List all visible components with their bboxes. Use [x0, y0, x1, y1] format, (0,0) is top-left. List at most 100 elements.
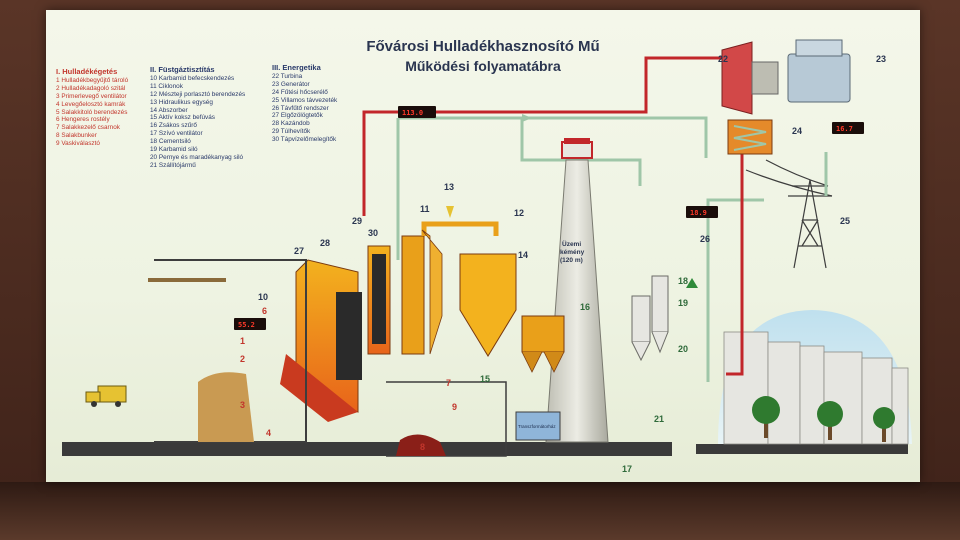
label-20: 20	[678, 344, 688, 354]
legend-item: 12 Mészteji porlasztó berendezés	[150, 90, 246, 98]
label-10: 10	[258, 292, 268, 302]
legend-item: 7 Salakkezelő csarnok	[56, 124, 120, 132]
legend-item: 21 Szállítójármű	[150, 161, 196, 169]
chimney-label-2: kémény	[560, 249, 585, 256]
label-21: 21	[654, 414, 664, 424]
label-26: 26	[700, 234, 710, 244]
legend-item: 30 Tápvízelőmelegítők	[272, 136, 337, 144]
label-9: 9	[452, 402, 457, 412]
legend-section-energy: III. Energetika 22 Turbina 23 Generátor …	[272, 64, 337, 144]
label-14: 14	[518, 250, 528, 260]
ground-floor-right	[696, 444, 908, 454]
label-24: 24	[792, 126, 802, 136]
chimney-label-1: Üzemi	[562, 239, 581, 248]
display-temp-3-value: 18.9	[690, 209, 707, 217]
legend-item: 9 Vaskiválasztó	[56, 140, 100, 148]
legend-item: 29 Túlhevítők	[272, 128, 311, 136]
legend-item: 22 Turbina	[272, 72, 303, 80]
label-12: 12	[514, 208, 524, 218]
ground-floor	[62, 442, 672, 456]
legend-heading: III. Energetika	[272, 63, 321, 72]
label-15: 15	[480, 374, 490, 384]
label-27: 27	[294, 246, 304, 256]
legend-item: 6 Hengeres rostély	[56, 116, 110, 124]
power-pylon	[745, 159, 833, 269]
legend-item: 13 Hidraulikus egység	[150, 98, 213, 106]
diagram-subtitle: Működési folyamatábra	[405, 58, 561, 74]
label-11: 11	[420, 204, 430, 214]
display-stand	[0, 482, 960, 540]
label-4: 4	[266, 428, 271, 438]
waste-bunker	[148, 259, 307, 443]
display-temp-1-value: 113.0	[402, 109, 423, 117]
legend-item: 1 Hulladékbegyűjtő tároló	[56, 76, 129, 84]
label-28: 28	[320, 238, 330, 248]
legend-item: 26 Távfűtő rendszer	[272, 104, 329, 112]
legend-item: 23 Generátor	[272, 80, 310, 88]
flue-gas-cleaning	[401, 221, 565, 373]
display-temp-2: 55.2	[234, 318, 266, 330]
label-30: 30	[368, 228, 378, 238]
legend-item: 19 Karbamid siló	[150, 146, 198, 154]
flow-arrow-up	[686, 278, 698, 288]
label-29: 29	[352, 216, 362, 226]
legend-heading: II. Füstgáztisztítás	[150, 65, 215, 74]
boiler	[280, 245, 391, 422]
label-7: 7	[446, 378, 451, 388]
label-13: 13	[444, 182, 454, 192]
label-16: 16	[580, 302, 590, 312]
chimney-label-3: (120 m)	[560, 257, 583, 264]
legend-item: 20 Pernye és maradékanyag siló	[150, 153, 244, 161]
transformer-label: Transzformátorház	[518, 424, 556, 429]
process-diagram: 113.0 55.2 18.9 16.7 1 2 3 4 5 6 7 8 9 1…	[62, 39, 912, 474]
legend-item: 18 Cementsiló	[150, 138, 191, 146]
display-temp-1: 113.0	[398, 106, 436, 118]
label-22: 22	[718, 54, 728, 64]
generator	[787, 39, 851, 103]
label-6: 6	[262, 306, 267, 316]
diagram-title: Fővárosi Hulladékhasznosító Mű	[366, 38, 600, 55]
legend-item: 2 Hulladékadagoló szitál	[56, 84, 126, 92]
display-temp-2-value: 55.2	[238, 321, 255, 329]
legend-item: 10 Karbamid befecskendezés	[150, 74, 235, 82]
reagent-arrow	[446, 206, 454, 218]
legend-section-flue-gas: II. Füstgáztisztítás 10 Karbamid befecsk…	[150, 66, 245, 170]
label-25: 25	[840, 216, 850, 226]
legend-item: 15 Aktív koksz befúvás	[150, 114, 216, 122]
display-temp-4-value: 16.7	[836, 125, 853, 133]
legend-item: 4 Levegőelosztó kamrák	[56, 100, 126, 108]
flow-arrow	[522, 114, 532, 122]
label-17: 17	[622, 464, 632, 474]
slag-area	[386, 381, 561, 457]
label-1: 1	[240, 336, 245, 346]
label-23: 23	[876, 54, 886, 64]
trees	[752, 396, 895, 442]
legend-heading: I. Hulladékégetés	[56, 67, 118, 76]
display-temp-3: 18.9	[686, 206, 718, 218]
label-19: 19	[678, 298, 688, 308]
display-temp-4: 16.7	[832, 122, 864, 134]
legend-item: 3 Primerlevegő ventilátor	[56, 92, 127, 100]
legend-item: 5 Salakkitoló berendezés	[56, 108, 128, 116]
turbine	[721, 41, 779, 115]
city-buildings	[723, 331, 909, 445]
chimney	[545, 138, 609, 443]
legend-item: 17 Szívó ventilátor	[150, 130, 203, 138]
heat-exchanger	[727, 119, 773, 155]
legend-item: 16 Zsákos szűrő	[150, 122, 197, 130]
silos	[631, 275, 669, 362]
delivery-truck	[85, 385, 127, 407]
legend-section-incineration: I. Hulladékégetés 1 Hulladékbegyűjtő tár…	[56, 68, 128, 148]
label-18: 18	[678, 276, 688, 286]
lightbox-panel: Fővárosi Hulladékhasznosító Mű Működési …	[46, 10, 920, 482]
label-2: 2	[240, 354, 245, 364]
legend-item: 28 Kazándob	[272, 120, 310, 128]
label-8: 8	[420, 442, 425, 452]
legend-item: 11 Ciklonok	[150, 82, 183, 90]
legend-item: 14 Abszorber	[150, 106, 188, 114]
legend-item: 27 Elgőzölögtetők	[272, 112, 323, 120]
label-3: 3	[240, 400, 245, 410]
legend-item: 8 Salakbunker	[56, 132, 97, 140]
legend-item: 25 Villamos távvezeték	[272, 96, 338, 104]
legend-item: 24 Fűtési hőcserélő	[272, 88, 328, 96]
